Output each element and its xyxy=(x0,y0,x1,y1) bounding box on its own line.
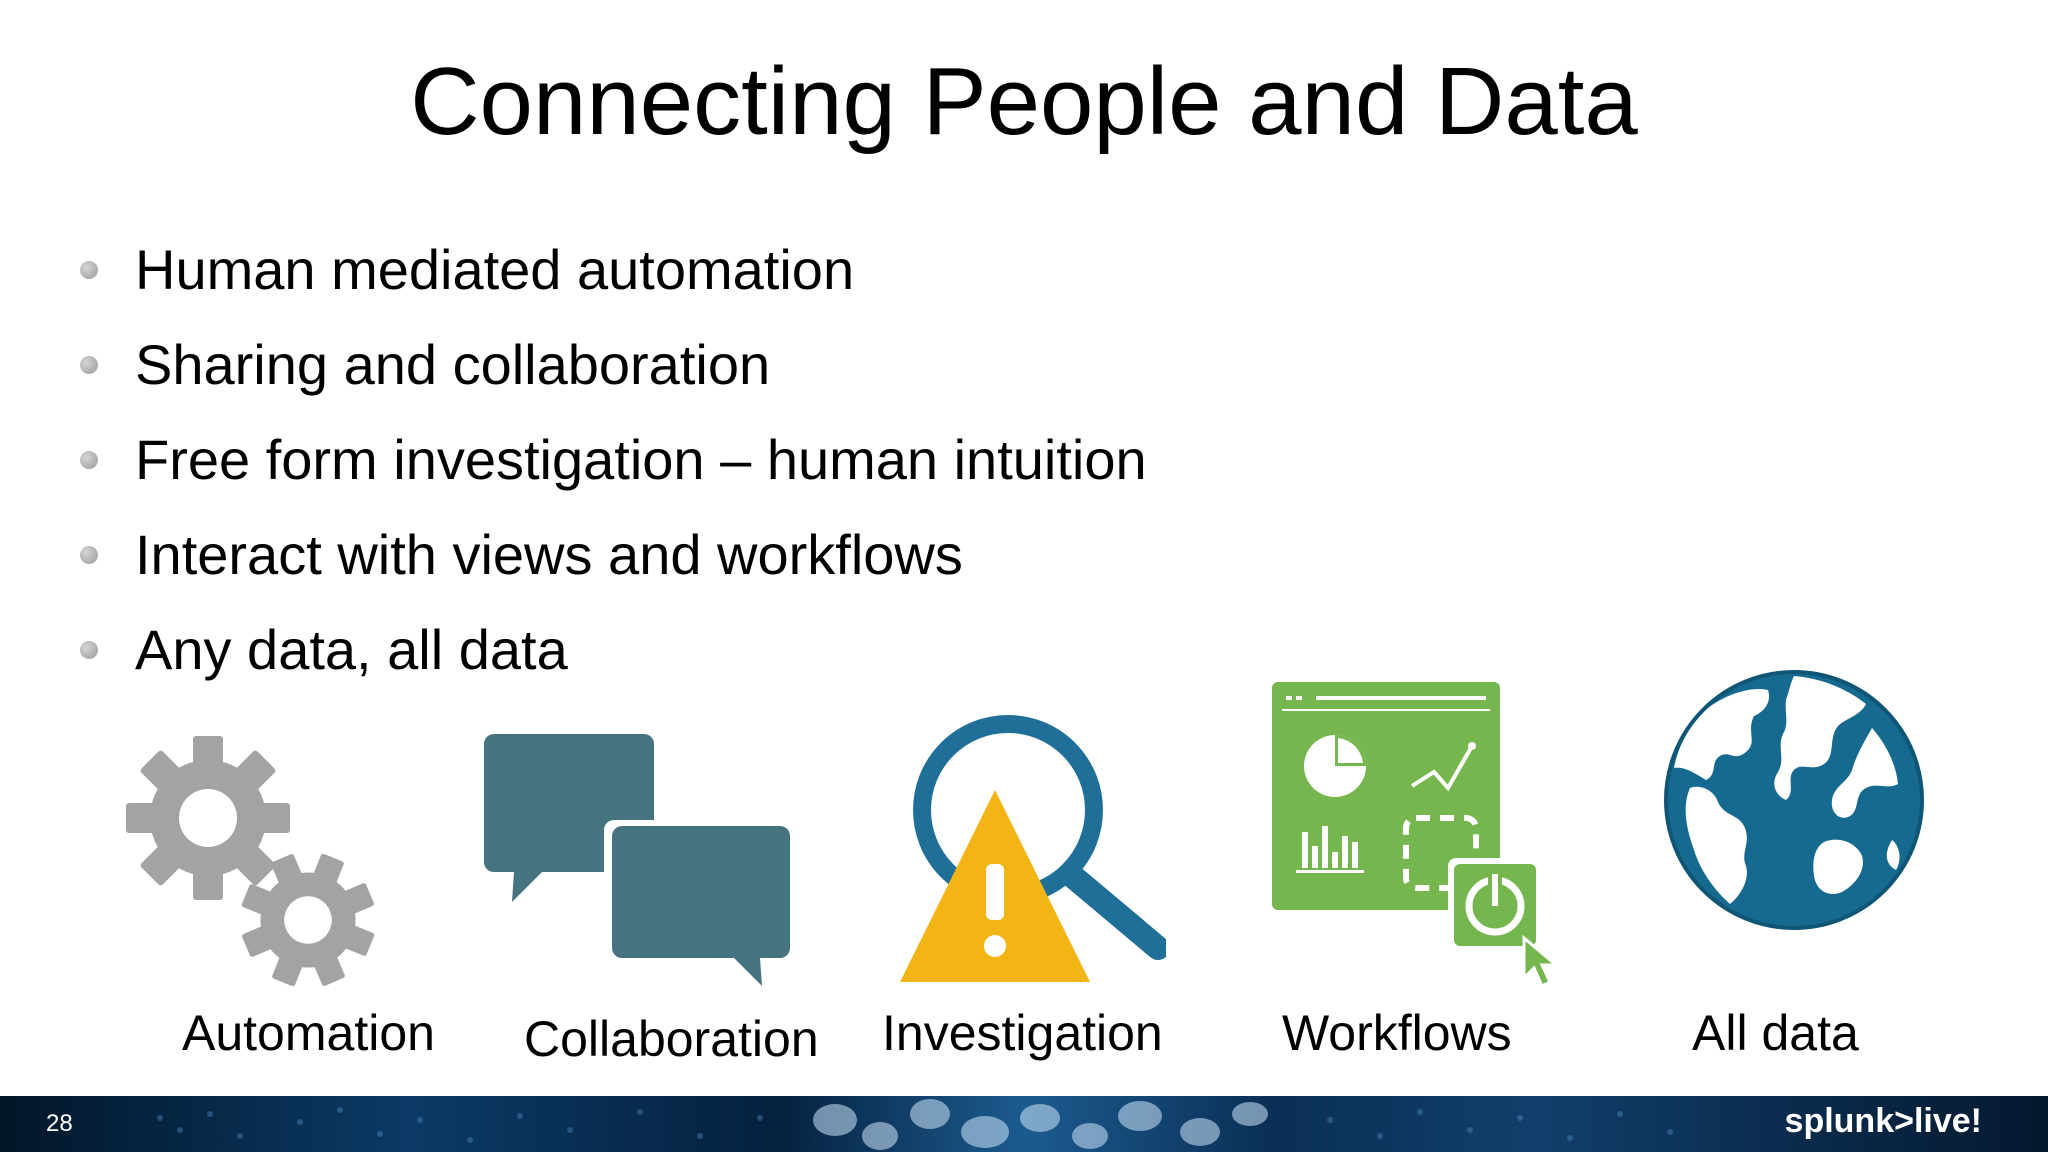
caption-collaboration: Collaboration xyxy=(524,1011,819,1067)
bullet-text: Free form investigation – human intuitio… xyxy=(135,428,1147,491)
bullet-dot-icon xyxy=(80,261,98,279)
bullet-dot-icon xyxy=(80,356,98,374)
bullet-text: Interact with views and workflows xyxy=(135,523,963,586)
page-number: 28 xyxy=(46,1110,73,1137)
bullet-dot-icon xyxy=(80,451,98,469)
bullet-item: Any data, all data xyxy=(70,602,1147,697)
gears-icon xyxy=(120,728,380,988)
caption-workflows: Workflows xyxy=(1282,1005,1512,1061)
bullet-item: Free form investigation – human intuitio… xyxy=(70,412,1147,507)
bullet-item: Sharing and collaboration xyxy=(70,317,1147,412)
speech-bubbles-icon xyxy=(482,732,794,992)
caption-automation: Automation xyxy=(182,1005,435,1061)
footer-bar: 28 splunk>live! xyxy=(0,1096,2048,1152)
bullet-dot-icon xyxy=(80,641,98,659)
bullet-dot-icon xyxy=(80,546,98,564)
magnifier-warning-icon xyxy=(898,714,1166,984)
caption-investigation: Investigation xyxy=(882,1005,1163,1061)
bullet-text: Sharing and collaboration xyxy=(135,333,771,396)
slide-title: Connecting People and Data xyxy=(410,48,1638,155)
bullet-list: Human mediated automation Sharing and co… xyxy=(70,222,1147,697)
bullet-item: Interact with views and workflows xyxy=(70,507,1147,602)
dashboard-workflow-icon xyxy=(1272,682,1562,988)
splunk-live-logo: splunk>live! xyxy=(1784,1102,1982,1140)
bullet-text: Human mediated automation xyxy=(135,238,855,301)
globe-icon xyxy=(1660,666,1928,934)
bullet-text: Any data, all data xyxy=(135,618,568,681)
bullet-item: Human mediated automation xyxy=(70,222,1147,317)
binary-texture-icon xyxy=(157,1099,1673,1150)
caption-all-data: All data xyxy=(1692,1005,1859,1061)
